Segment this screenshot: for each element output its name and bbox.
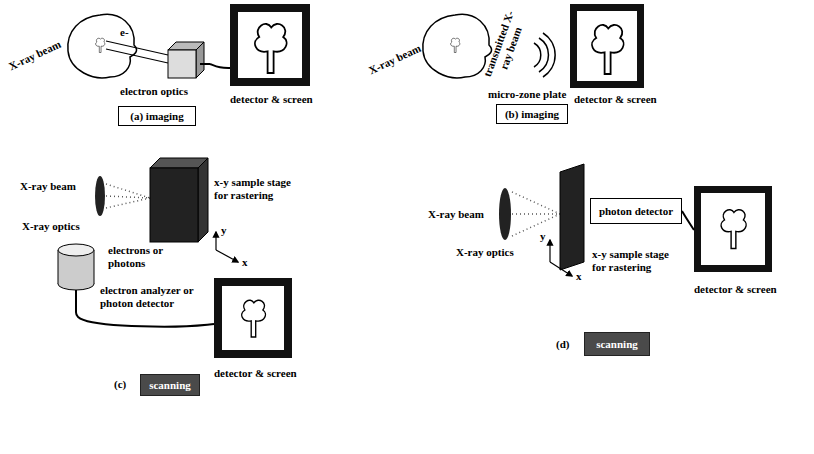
drawing-rect [168,50,196,78]
label: X-ray beam [428,208,484,221]
drawing-use [592,25,624,74]
node-text: (b) imaging [505,108,559,121]
photon-detector-tube: photon detector [590,198,682,224]
mode-box: (b) imaging [496,104,568,124]
node-text: scanning [149,379,191,392]
label: e- [120,26,129,39]
label: x-y sample stage for rastering [214,176,306,202]
label: electrons or photons [108,244,174,270]
drawing-polygon [560,164,584,270]
drawing-use [255,24,287,73]
drawing-polygon [198,158,208,242]
cable [682,211,694,230]
drawing-use [423,14,492,78]
drawing-line [200,63,210,65]
drawing-line [94,250,95,284]
labelled-device: detector & screen [214,276,318,380]
drawing-path [512,192,560,236]
node-text: photon detector [599,205,673,218]
mode-box: scanning [584,332,650,356]
drawing-rect [577,11,637,81]
node-text: detector & screen [230,93,313,106]
node-text: detector & screen [214,367,297,380]
drawing-line [215,232,216,250]
drawing-ellipse [499,188,511,240]
drawing-line [75,290,77,310]
drawing-rect [150,168,198,242]
drawing-rect [222,286,284,350]
label: X-ray beam [7,38,63,73]
drawing-path [534,43,541,67]
drawing-use [96,38,105,52]
label: transmitted X-ray beam [481,9,529,84]
drawing-rect [238,12,302,78]
node-text: detector & screen [574,93,657,106]
label: X-ray beam [367,42,423,77]
labelled-device: detector & screen [694,184,806,296]
label: X-ray optics [456,246,514,259]
drawing-path [543,33,555,77]
label: (d) [556,338,569,351]
label: X-ray optics [22,220,80,233]
drawing-line [550,262,572,276]
drawing-ellipse [95,176,105,216]
node-text: detector & screen [694,283,777,296]
cable [76,310,214,327]
node-text: (a) imaging [130,110,183,123]
label: x [242,256,248,269]
label: (c) [114,378,126,391]
drawing-line [549,240,550,262]
labelled-device: detector & screen [570,2,674,106]
labelled-device: electron optics [118,40,210,98]
drawing-line [106,49,168,63]
drawing-path [539,38,548,72]
mode-box: scanning [140,374,200,396]
label: y [221,224,227,237]
drawing-rect [701,193,765,265]
drawing-rect [570,4,644,88]
node-text: electron optics [120,85,188,98]
drawing-rect [230,4,310,86]
label: micro-zone plate [488,88,566,101]
label: X-ray beam [20,180,76,193]
drawing-use [242,300,266,337]
label: x [576,270,582,283]
drawing-path [106,184,150,208]
node-text: scanning [596,338,638,351]
drawing-use [451,38,460,52]
labelled-device: detector & screen [230,2,330,106]
label: x-y sample stage for rastering [592,248,684,274]
label: y [540,230,546,243]
drawing-line [106,41,168,55]
drawing-polygon [196,42,204,78]
drawing-line [216,250,238,262]
drawing-ellipse [58,244,94,256]
drawing-rect [214,278,292,358]
drawing-rect [694,186,772,272]
node-text: electron analyzer or photon detector [100,284,198,310]
drawing-line [58,250,59,284]
mode-box: (a) imaging [118,106,196,126]
cable [210,64,230,68]
drawing-use [721,210,746,249]
